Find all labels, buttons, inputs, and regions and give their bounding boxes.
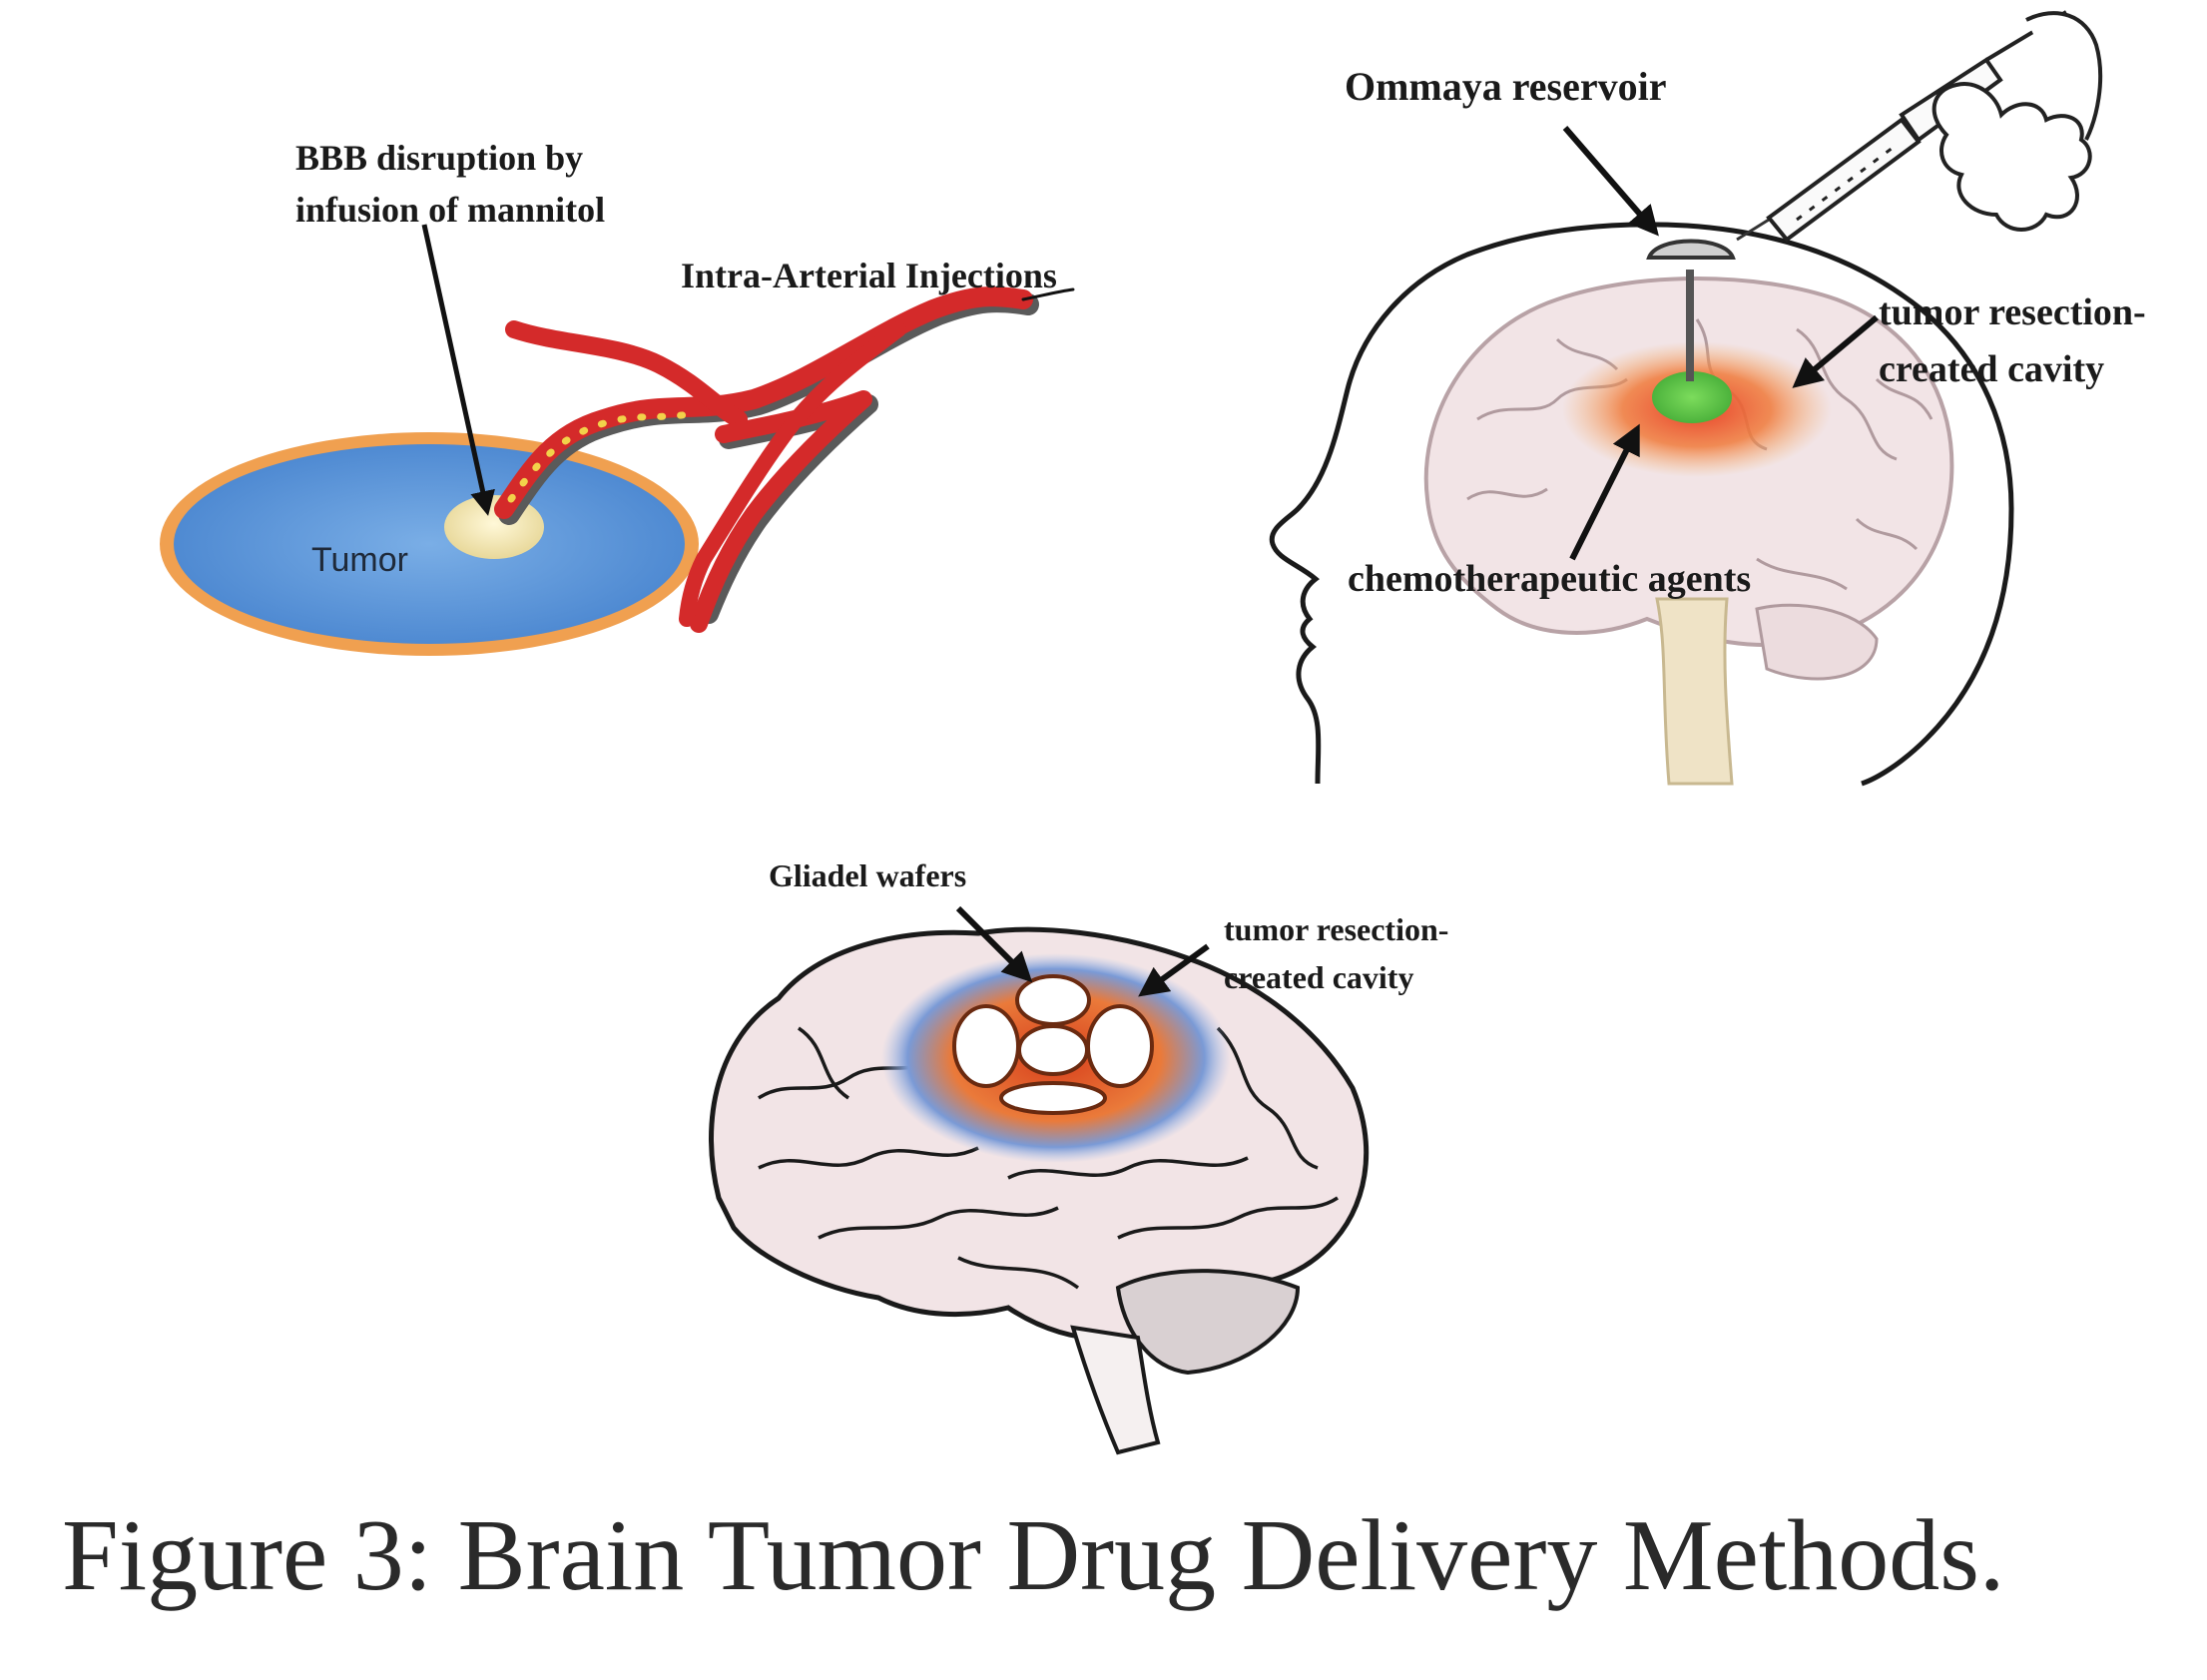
ommaya-reservoir bbox=[1646, 239, 1736, 260]
cavity-c-arrow bbox=[1138, 943, 1210, 997]
cavity-arrow bbox=[1792, 314, 1879, 388]
wafer-top bbox=[1015, 974, 1091, 1026]
artery-main bbox=[494, 286, 1033, 519]
head-outline bbox=[1269, 222, 2014, 787]
label-bbb-line2: infusion of mannitol bbox=[295, 190, 605, 230]
label-gliadel: Gliadel wafers bbox=[769, 857, 966, 893]
brainstem-lateral bbox=[1070, 1325, 1161, 1455]
label-cavity-b-line2: created cavity bbox=[1879, 348, 2104, 390]
hand bbox=[1931, 11, 2103, 232]
wafer-left bbox=[952, 1004, 1020, 1088]
wafer-right bbox=[1086, 1004, 1154, 1088]
chemo-arrow bbox=[1569, 423, 1640, 561]
label-cavity-c-line2: created cavity bbox=[1224, 959, 1413, 995]
label-intra-arterial: Intra-Arterial Injections bbox=[681, 256, 1057, 295]
cerebellum-lateral bbox=[1115, 1269, 1301, 1376]
panel-gliadel: Gliadel wafers tumor resection- created … bbox=[709, 857, 1448, 1455]
cerebellum bbox=[1755, 603, 1879, 681]
tumor-body bbox=[174, 444, 685, 644]
label-cavity-b-line1: tumor resection- bbox=[1879, 291, 2146, 333]
panel-ommaya: Ommaya reservoir tumor resection- create… bbox=[1269, 10, 2146, 787]
label-ommaya: Ommaya reservoir bbox=[1345, 64, 1666, 109]
label-tumor: Tumor bbox=[311, 541, 408, 579]
bbb-disruption-zone bbox=[444, 495, 544, 559]
label-cavity-c-line1: tumor resection- bbox=[1224, 911, 1448, 947]
label-chemo: chemotherapeutic agents bbox=[1348, 558, 1751, 600]
ommaya-arrow bbox=[1562, 126, 1659, 237]
brainstem bbox=[1655, 597, 1734, 786]
artery-branch-upper bbox=[505, 320, 748, 428]
wafer-bottom bbox=[999, 1081, 1107, 1115]
catheter-wire bbox=[1021, 287, 1075, 301]
green-cavity bbox=[1652, 371, 1732, 423]
artery-dots bbox=[507, 410, 693, 503]
panel-intra-arterial: BBB disruption by infusion of mannitol I… bbox=[160, 138, 1075, 656]
gliadel-wafers bbox=[952, 974, 1154, 1115]
wafer-center bbox=[1017, 1024, 1089, 1076]
bbb-arrow bbox=[421, 224, 495, 516]
artery-branch-lower2 bbox=[679, 321, 906, 627]
artery-group bbox=[494, 286, 1075, 633]
label-bbb-line1: BBB disruption by bbox=[295, 138, 583, 178]
gliadel-arrow bbox=[955, 905, 1033, 983]
figure-caption: Figure 3: Brain Tumor Drug Delivery Meth… bbox=[62, 1499, 2005, 1612]
